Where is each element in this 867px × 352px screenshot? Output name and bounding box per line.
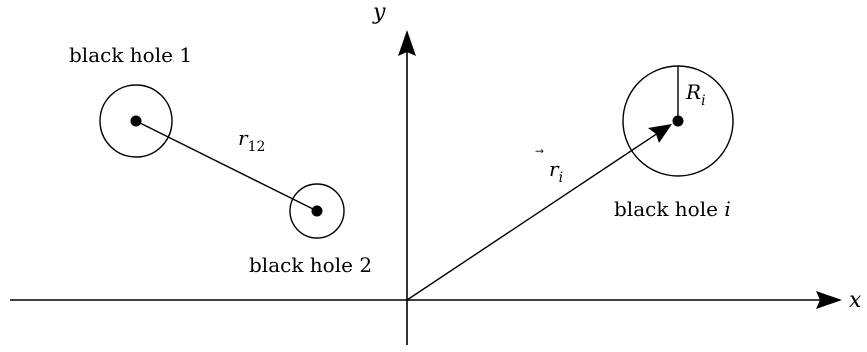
- black-hole-1-label: black hole 1: [69, 43, 192, 67]
- separation-symbol: r: [238, 126, 249, 150]
- position-vector-arrowhead: [648, 124, 672, 143]
- y-axis-label: y: [372, 0, 386, 25]
- x-axis-arrowhead: [816, 291, 842, 309]
- black-hole-i-label-index: i: [724, 197, 730, 221]
- black-hole-i-label: black hole i: [614, 197, 731, 221]
- y-axis-arrowhead: [398, 30, 416, 56]
- black-hole-i-label-prefix: black hole: [614, 197, 724, 221]
- black-hole-2-label: black hole 2: [249, 253, 372, 277]
- position-vector-arrow-accent: ⃗: [535, 149, 544, 153]
- separation-subscript: 12: [248, 139, 266, 155]
- radius-subscript: i: [701, 93, 705, 109]
- x-axis-label: x: [849, 288, 862, 313]
- position-vector-label: ri: [549, 157, 563, 186]
- position-vector-symbol: r: [549, 157, 560, 181]
- radius-label: Ri: [685, 80, 706, 109]
- separation-label: r12: [238, 126, 265, 155]
- black-hole-1-horizon: [99, 84, 173, 158]
- position-vector-line: [406, 130, 662, 301]
- separation-line: [135, 120, 318, 212]
- position-vector-subscript: i: [559, 170, 563, 186]
- radius-symbol: R: [685, 80, 701, 104]
- black-hole-2-horizon: [289, 183, 345, 239]
